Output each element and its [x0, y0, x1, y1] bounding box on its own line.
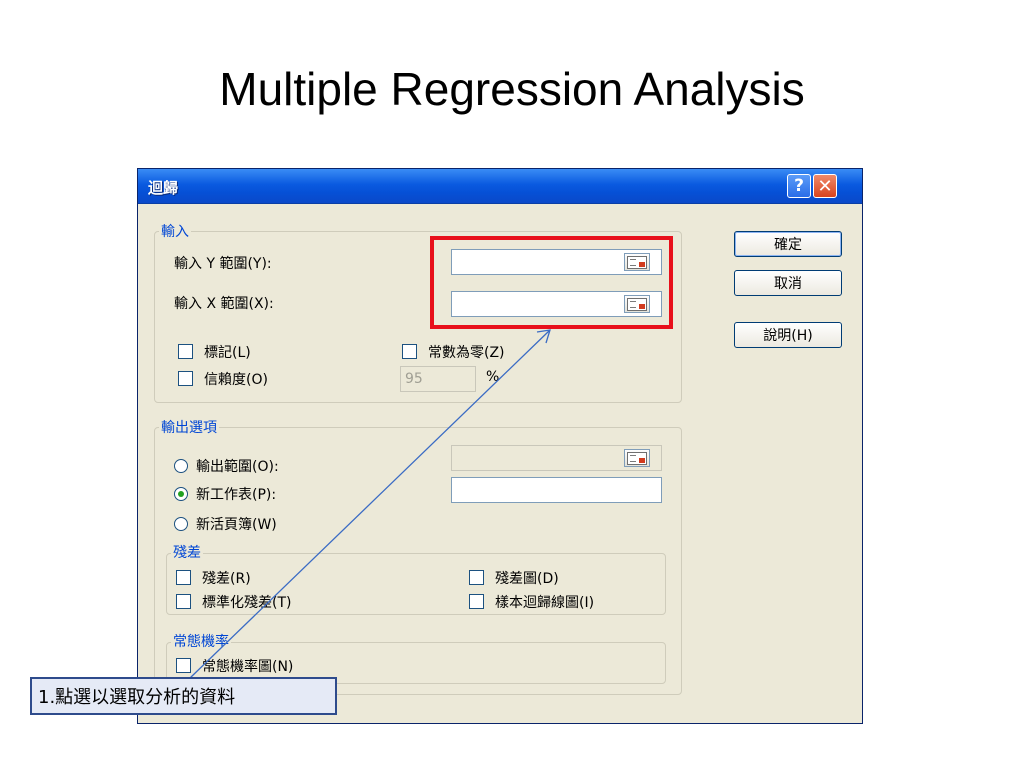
normal-plots-label: 常態機率圖(N): [202, 659, 294, 675]
residual-plots-label: 殘差圖(D): [495, 571, 559, 587]
output-range-collapse-button[interactable]: [624, 449, 650, 467]
confidence-level-value: 95: [405, 371, 423, 387]
standardized-residuals-label: 標準化殘差(T): [202, 595, 292, 611]
new-sheet-name-input[interactable]: [451, 477, 662, 503]
confidence-checkbox-label: 信賴度(O): [204, 372, 268, 388]
new-workbook-radio[interactable]: [174, 517, 188, 531]
new-workbook-label: 新活頁簿(W): [196, 517, 277, 533]
help-button[interactable]: 說明(H): [734, 322, 842, 348]
dialog-title: 迴歸: [148, 179, 179, 197]
x-range-collapse-button[interactable]: [624, 295, 650, 313]
help-icon[interactable]: ?: [787, 174, 811, 198]
percent-sign: %: [486, 369, 500, 385]
highlight-box: [430, 236, 673, 329]
y-range-collapse-button[interactable]: [624, 253, 650, 271]
range-select-icon: [627, 297, 647, 311]
output-options-legend: 輸出選項: [159, 417, 219, 437]
range-select-icon: [627, 255, 647, 269]
y-range-label: 輸入 Y 範圍(Y):: [174, 256, 272, 272]
standardized-residuals-checkbox[interactable]: [176, 594, 191, 609]
confidence-checkbox[interactable]: [178, 371, 193, 386]
labels-checkbox[interactable]: [178, 344, 193, 359]
output-options-group: [154, 427, 682, 695]
input-group-legend: 輸入: [159, 221, 191, 241]
constant-zero-label: 常數為零(Z): [428, 345, 505, 361]
residuals-label: 殘差(R): [202, 571, 251, 587]
arrow-head-icon: [536, 329, 551, 344]
ok-button[interactable]: 確定: [734, 231, 842, 257]
dialog-titlebar[interactable]: 迴歸 ? ✕: [138, 169, 862, 204]
new-sheet-label: 新工作表(P):: [196, 487, 277, 503]
radio-selected-dot: [178, 491, 184, 497]
normal-probability-group: [166, 642, 666, 684]
line-fit-plots-checkbox[interactable]: [469, 594, 484, 609]
new-sheet-radio[interactable]: [174, 487, 188, 501]
normal-probability-legend: 常態機率: [171, 631, 231, 651]
confidence-level-input[interactable]: 95: [400, 366, 476, 392]
residuals-group: [166, 553, 666, 615]
normal-plots-checkbox[interactable]: [176, 658, 191, 673]
constant-zero-checkbox[interactable]: [402, 344, 417, 359]
slide-title: Multiple Regression Analysis: [219, 63, 805, 115]
residuals-legend: 殘差: [171, 542, 203, 562]
residuals-checkbox[interactable]: [176, 570, 191, 585]
residual-plots-checkbox[interactable]: [469, 570, 484, 585]
labels-checkbox-label: 標記(L): [204, 345, 251, 361]
close-icon[interactable]: ✕: [813, 174, 837, 198]
regression-dialog: 迴歸 ? ✕ 輸入 輸入 Y 範圍(Y): 輸入 X 範圍(X): 標記(L) …: [137, 168, 863, 724]
input-group: [154, 231, 682, 403]
callout-text: 1.點選以選取分析的資料: [38, 687, 236, 708]
cancel-button[interactable]: 取消: [734, 270, 842, 296]
arrow-line: [189, 329, 551, 679]
output-range-radio[interactable]: [174, 459, 188, 473]
range-select-icon: [627, 451, 647, 465]
line-fit-plots-label: 樣本迴歸線圖(I): [495, 595, 595, 611]
callout-note: 1.點選以選取分析的資料: [30, 677, 337, 715]
x-range-label: 輸入 X 範圍(X):: [174, 296, 274, 312]
output-range-label: 輸出範圍(O):: [196, 459, 279, 475]
